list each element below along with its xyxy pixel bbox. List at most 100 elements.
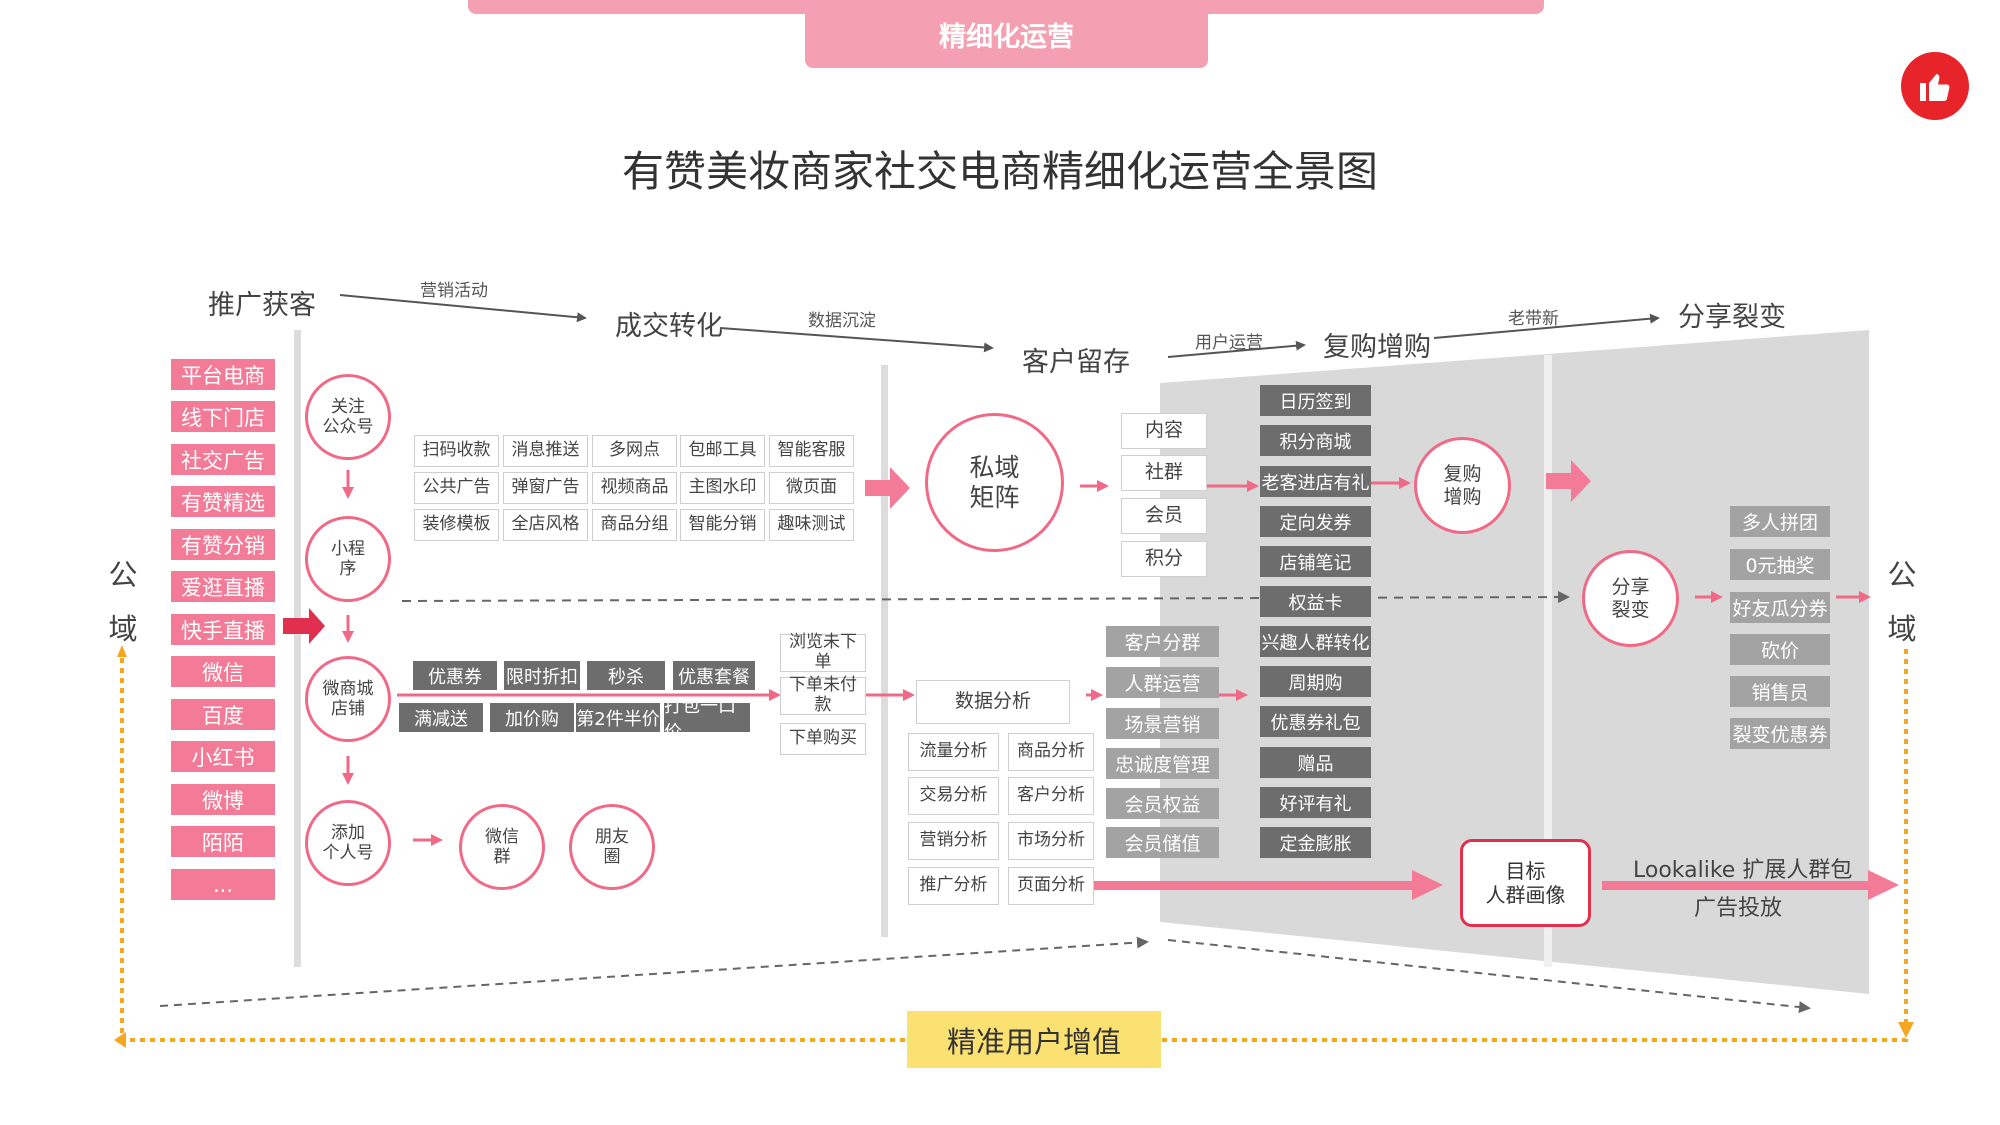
customer-op-item: 人群运营 [1106, 667, 1219, 698]
promo-item: 第2件半价 [576, 703, 660, 732]
tool-item: 趣味测试 [769, 509, 854, 541]
analysis-item: 交易分析 [908, 777, 999, 815]
thumbs-up-icon [1901, 52, 1969, 120]
source-item: 微博 [171, 784, 275, 815]
source-entry-arrow [283, 608, 325, 644]
repurchase-tool: 店铺笔记 [1260, 546, 1371, 577]
promo-item: 加价购 [490, 703, 574, 732]
promo-item: 满减送 [399, 703, 483, 732]
ordered-not-paid: 下单未付 款 [780, 676, 866, 715]
tool-item: 弹窗广告 [503, 472, 588, 504]
repurchase-tool: 老客进店有礼 [1260, 466, 1371, 497]
separator-2 [881, 365, 888, 937]
source-item: 小红书 [171, 741, 275, 772]
tool-item: 商品分组 [592, 509, 677, 541]
public-domain-left: 公域 [108, 558, 138, 646]
source-item: 平台电商 [171, 359, 275, 390]
flow-label-marketing: 营销活动 [420, 281, 488, 301]
repurchase-tool: 好评有礼 [1260, 787, 1371, 818]
flow-label-userops: 用户运营 [1195, 333, 1263, 353]
flow-arrow-2 [719, 327, 994, 353]
browse-not-ordered: 浏览未下 单 [780, 633, 866, 672]
repurchase-tool: 赠品 [1260, 747, 1371, 778]
lookalike-label: Lookalike 扩展人群包 [1633, 858, 1853, 883]
customer-op-item: 忠诚度管理 [1106, 748, 1219, 779]
repurchase-tool: 积分商城 [1260, 425, 1371, 456]
source-item: 百度 [171, 699, 275, 730]
source-item: 有赞精选 [171, 486, 275, 517]
top-tab: 精细化运营 [805, 0, 1208, 68]
target-persona: 目标 人群画像 [1460, 839, 1591, 927]
ad-placement-label: 广告投放 [1694, 896, 1783, 921]
repurchase-tool: 优惠券礼包 [1260, 706, 1371, 737]
private-item: 社群 [1121, 455, 1207, 491]
share-item: 多人拼团 [1730, 506, 1830, 537]
separator-1 [294, 330, 301, 967]
analysis-item: 商品分析 [1008, 733, 1094, 771]
share-item: 0元抽奖 [1730, 549, 1830, 580]
follow-official-account: 关注 公众号 [305, 374, 391, 460]
flow-arrow-1 [339, 294, 587, 323]
promo-item: 优惠套餐 [673, 661, 755, 690]
share-item: 砍价 [1730, 634, 1830, 665]
analysis-item: 推广分析 [908, 867, 999, 905]
promo-item: 优惠券 [413, 661, 497, 690]
share-item: 裂变优惠券 [1730, 718, 1830, 749]
tool-item: 扫码收款 [414, 435, 499, 467]
private-item: 会员 [1121, 498, 1207, 534]
customer-op-item: 会员权益 [1106, 788, 1219, 819]
share-item: 销售员 [1730, 676, 1830, 707]
repurchase-tool: 日历签到 [1260, 385, 1371, 416]
analysis-item: 流量分析 [908, 733, 999, 771]
stage-share: 分享裂变 [1678, 302, 1786, 333]
promo-item: 打包一口价 [664, 696, 750, 743]
public-domain-right: 公域 [1887, 558, 1917, 646]
tool-item: 消息推送 [503, 435, 588, 467]
loop-line-right [1162, 648, 1908, 1042]
flow-label-referral: 老带新 [1508, 309, 1559, 329]
source-item: 社交广告 [171, 444, 275, 475]
panel-divider [1544, 355, 1552, 967]
to-private-arrow [865, 467, 910, 509]
tool-item: 包邮工具 [680, 435, 765, 467]
customer-op-item: 客户分群 [1106, 626, 1219, 657]
source-item: 快手直播 [171, 614, 275, 645]
mini-program: 小程 序 [305, 516, 391, 602]
micro-mall-store: 微商城 店铺 [305, 656, 391, 742]
tool-item: 全店风格 [503, 509, 588, 541]
repurchase-tool: 兴趣人群转化 [1260, 626, 1371, 657]
analysis-item: 营销分析 [908, 822, 999, 860]
stage-acquire: 推广获客 [208, 290, 316, 321]
flow-label-data: 数据沉淀 [808, 311, 876, 331]
data-analysis-title: 数据分析 [916, 680, 1070, 724]
analysis-item: 市场分析 [1008, 822, 1094, 860]
source-item: 微信 [171, 656, 275, 687]
share-circle: 分享 裂变 [1582, 550, 1679, 647]
flow-arrow-3 [1167, 340, 1306, 358]
add-personal-account: 添加 个人号 [305, 800, 391, 886]
wechat-group: 微信 群 [459, 804, 545, 890]
tool-item: 公共广告 [414, 472, 499, 504]
ordered-purchased: 下单购买 [780, 723, 866, 755]
stage-convert: 成交转化 [615, 311, 723, 342]
source-item: 陌陌 [171, 826, 275, 857]
moments: 朋友 圈 [569, 804, 655, 890]
private-domain-matrix: 私域 矩阵 [925, 413, 1064, 552]
flow-arrow-4 [1433, 313, 1660, 339]
tool-item: 多网点 [592, 435, 677, 467]
tool-item: 装修模板 [414, 509, 499, 541]
private-item: 积分 [1121, 541, 1207, 577]
page-title: 有赞美妆商家社交电商精细化运营全景图 [621, 147, 1378, 196]
tool-item: 智能客服 [769, 435, 854, 467]
analysis-item: 页面分析 [1008, 867, 1094, 905]
customer-op-item: 场景营销 [1106, 708, 1219, 739]
stage-repurchase: 复购增购 [1323, 332, 1431, 363]
promo-item: 限时折扣 [504, 661, 580, 690]
precise-user-value: 精准用户增值 [907, 1011, 1161, 1068]
tool-item: 主图水印 [680, 472, 765, 504]
repurchase-tool: 周期购 [1260, 666, 1371, 697]
share-item: 好友瓜分券 [1730, 592, 1830, 623]
repurchase-tool: 定金膨胀 [1260, 827, 1371, 858]
repurchase-tool: 定向发券 [1260, 506, 1371, 537]
private-item: 内容 [1121, 413, 1207, 449]
